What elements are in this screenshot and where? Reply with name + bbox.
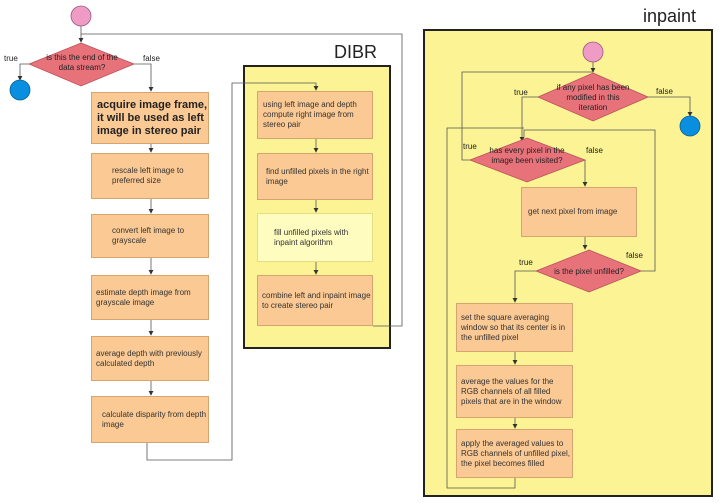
find-unfilled-pixels-step: find unfilled pixels in the right image (257, 153, 373, 200)
fill-unfilled-pixels-step: fill unfilled pixels with inpaint algori… (257, 213, 373, 262)
set-averaging-window-step: set the square averaging window so that … (456, 303, 573, 352)
end-of-stream-decision-text: is this the end of the data stream? (46, 53, 118, 72)
visited-false-label: false (586, 146, 603, 155)
main-false-label: false (143, 54, 160, 63)
combine-images-step: combine left and inpaint image to create… (257, 275, 373, 326)
average-depth-step: average depth with previously calculated… (91, 336, 209, 381)
end-of-stream-decision (27, 42, 136, 87)
unfilled-false-label: false (626, 251, 643, 260)
pixel-modified-decision-text: if any pixel has been modified in this i… (556, 83, 630, 112)
pixel-modified-decision (536, 72, 650, 122)
visited-true-label: true (463, 142, 477, 151)
get-next-pixel-step: get next pixel from image (521, 187, 637, 237)
main-true-label: true (4, 54, 18, 63)
modified-false-label: false (656, 87, 673, 96)
main-start-node (70, 5, 92, 27)
compute-right-image-step: using left image and depth compute right… (257, 91, 373, 139)
pixel-unfilled-decision-text: is the pixel unfilled? (554, 267, 624, 276)
inpaint-end-node (679, 115, 701, 137)
pixel-visited-decision-text: has every pixel in the image been visite… (489, 146, 565, 165)
main-end-node (9, 79, 31, 101)
rescale-step: rescale left image to preferred size (91, 153, 209, 199)
inpaint-start-node (582, 41, 604, 63)
acquire-frame-step: acquire image frame, it will be used as … (91, 92, 209, 144)
apply-averaged-values-step: apply the averaged values to RGB channel… (456, 429, 573, 478)
average-rgb-values-step: average the values for the RGB channels … (456, 365, 573, 418)
dibr-title: DIBR (334, 42, 378, 62)
grayscale-step: convert left image to grayscale (91, 214, 209, 258)
calculate-disparity-step: calculate disparity from depth image (91, 396, 209, 443)
pixel-unfilled-decision (534, 249, 643, 293)
inpaint-title: inpaint (643, 6, 697, 26)
pixel-visited-decision (468, 137, 587, 183)
modified-true-label: true (514, 88, 528, 97)
unfilled-true-label: true (519, 258, 533, 267)
estimate-depth-step: estimate depth image from grayscale imag… (91, 275, 209, 320)
